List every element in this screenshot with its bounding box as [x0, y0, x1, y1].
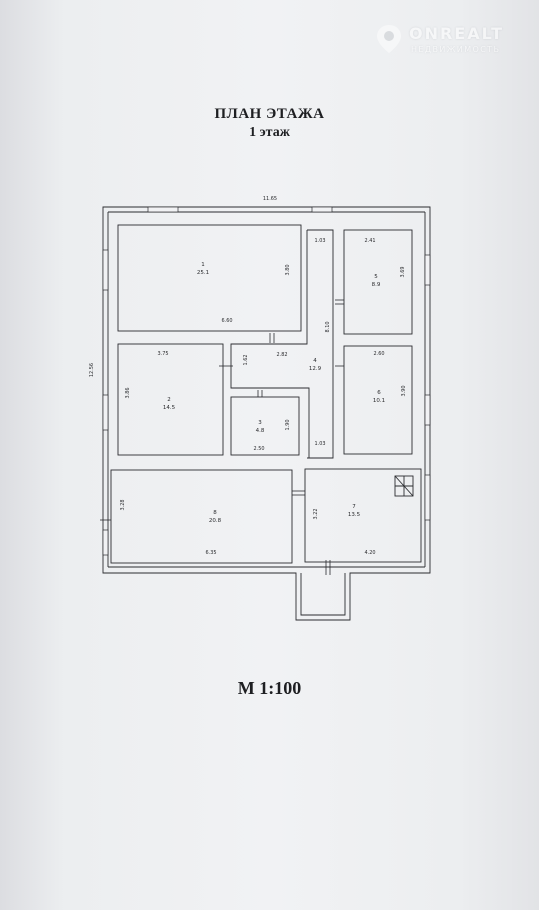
room-5-area: 8.9	[372, 282, 381, 288]
dim-r7-height: 3.22	[313, 508, 319, 519]
plan-subtitle: 1 этаж	[249, 125, 290, 140]
room-3-outline	[230, 396, 300, 456]
room-3-number: 3	[258, 420, 262, 426]
dim-hall-b: 2.82	[276, 352, 287, 358]
overall-width-label: 11.65	[263, 196, 277, 202]
dim-corr-top: 1.03	[314, 238, 325, 244]
dim-corr-bottom: 1.03	[314, 441, 325, 447]
room-7-area: 13.5	[348, 512, 361, 518]
dim-r1-width: 6.60	[221, 318, 232, 324]
window	[424, 254, 431, 286]
window	[102, 249, 109, 291]
room-1-number: 1	[201, 262, 205, 268]
room-5-outline	[343, 229, 413, 335]
room-8-area: 20.8	[209, 518, 222, 524]
window	[147, 206, 179, 213]
room-1-outline	[117, 224, 302, 332]
window	[424, 474, 431, 521]
watermark-tagline: НЕДВИЖИМОСТЬ	[411, 45, 501, 54]
room-5-number: 5	[374, 274, 378, 280]
dim-r3-width: 2.50	[253, 446, 264, 452]
porch-inner-line	[300, 573, 346, 616]
map-pin-logo-icon	[377, 25, 401, 53]
overall-height-label: 12.56	[89, 363, 95, 377]
room-1-area: 25.1	[197, 270, 209, 276]
dim-r2-height: 3.86	[125, 387, 131, 398]
room-8-outline	[110, 469, 293, 564]
dim-r8-height: 3.28	[120, 499, 126, 510]
window	[102, 529, 109, 556]
dim-r5-height: 3.69	[400, 266, 406, 277]
watermark-brand: ONREALT	[409, 24, 505, 43]
room-6-number: 6	[377, 390, 381, 396]
room-3-area: 4.8	[256, 428, 265, 434]
dim-r2-width: 3.75	[157, 351, 168, 357]
watermark: ONREALT НЕДВИЖИМОСТЬ	[375, 22, 525, 62]
room-7-outline	[304, 468, 422, 563]
scale-label: М 1:100	[237, 678, 302, 698]
dim-corr-length: 8.10	[325, 321, 331, 332]
room-4-area: 12.9	[309, 366, 322, 372]
dim-r1-height: 3.80	[285, 264, 291, 275]
room-7-number: 7	[352, 504, 356, 510]
dim-hall-a: 1.62	[243, 354, 249, 365]
room-2-outline	[117, 343, 224, 456]
room-4-number: 4	[313, 358, 317, 364]
dim-r8-width: 6.35	[205, 550, 216, 556]
room-6-area: 10.1	[373, 398, 385, 404]
room-8-number: 8	[213, 510, 217, 516]
room-4-outline	[230, 229, 334, 459]
window	[311, 206, 333, 213]
dim-r6-height: 3.90	[401, 385, 407, 396]
dim-r7-width: 4.20	[364, 550, 375, 556]
window	[424, 394, 431, 426]
dim-r6-width: 2.60	[373, 351, 384, 357]
room-6-outline	[343, 345, 413, 455]
room-2-number: 2	[167, 397, 171, 403]
dim-r3-height: 1.90	[285, 419, 291, 430]
plan-title: ПЛАН ЭТАЖА	[214, 106, 325, 122]
outer-wall-outline	[102, 206, 431, 621]
window	[102, 394, 109, 431]
room-2-area: 14.5	[163, 405, 176, 411]
dim-r5-width: 2.41	[364, 238, 375, 244]
